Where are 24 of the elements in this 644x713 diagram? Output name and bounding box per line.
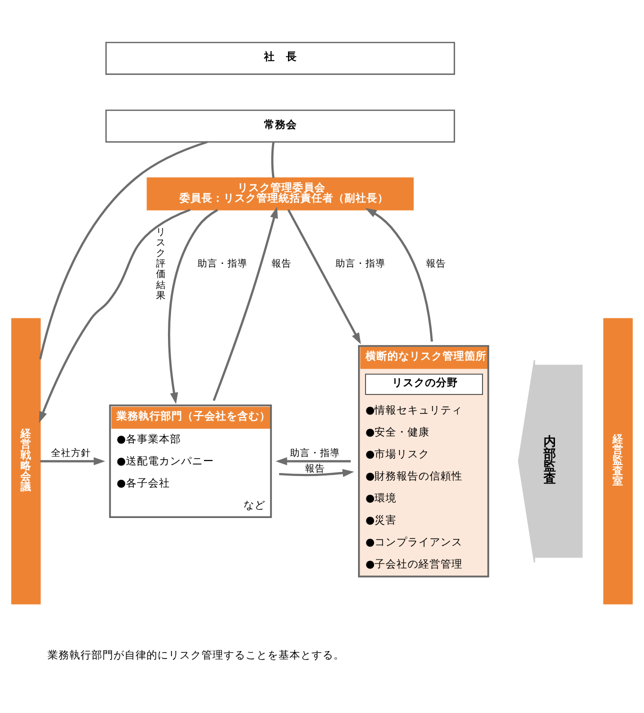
- edge-label: 助言・指導: [198, 258, 248, 270]
- node-box: 経営監査室: [603, 318, 633, 604]
- edge-label: 報告: [426, 258, 446, 270]
- connector: [39, 140, 208, 360]
- edge-label: 助言・指導: [336, 258, 386, 270]
- arrow: [279, 468, 354, 476]
- arrow: [38, 208, 191, 422]
- arrow: [287, 208, 361, 344]
- node-box: 社 長: [105, 41, 456, 74]
- node-box: 経営戦略会議: [11, 318, 41, 604]
- edge-label: 助言・指導: [290, 447, 340, 458]
- node-box: リスク管理委員会 委員長：リスク管理統括責任者（副社長）: [146, 176, 414, 210]
- label: 業務執行部門が自律的にリスク管理することを基本とする。: [48, 648, 345, 661]
- edge-label: リスク評価結果: [156, 226, 166, 301]
- edge-label: 報告: [271, 258, 292, 270]
- arrow: [40, 456, 106, 465]
- arrow: [212, 206, 278, 400]
- edge-label: 報告: [304, 463, 325, 474]
- node-box: 常務会: [105, 109, 456, 142]
- connector: [271, 141, 275, 178]
- arrow: [276, 456, 351, 465]
- edge-label: 全社方針: [50, 447, 91, 458]
- arrow: [168, 208, 218, 404]
- arrow: [365, 208, 433, 342]
